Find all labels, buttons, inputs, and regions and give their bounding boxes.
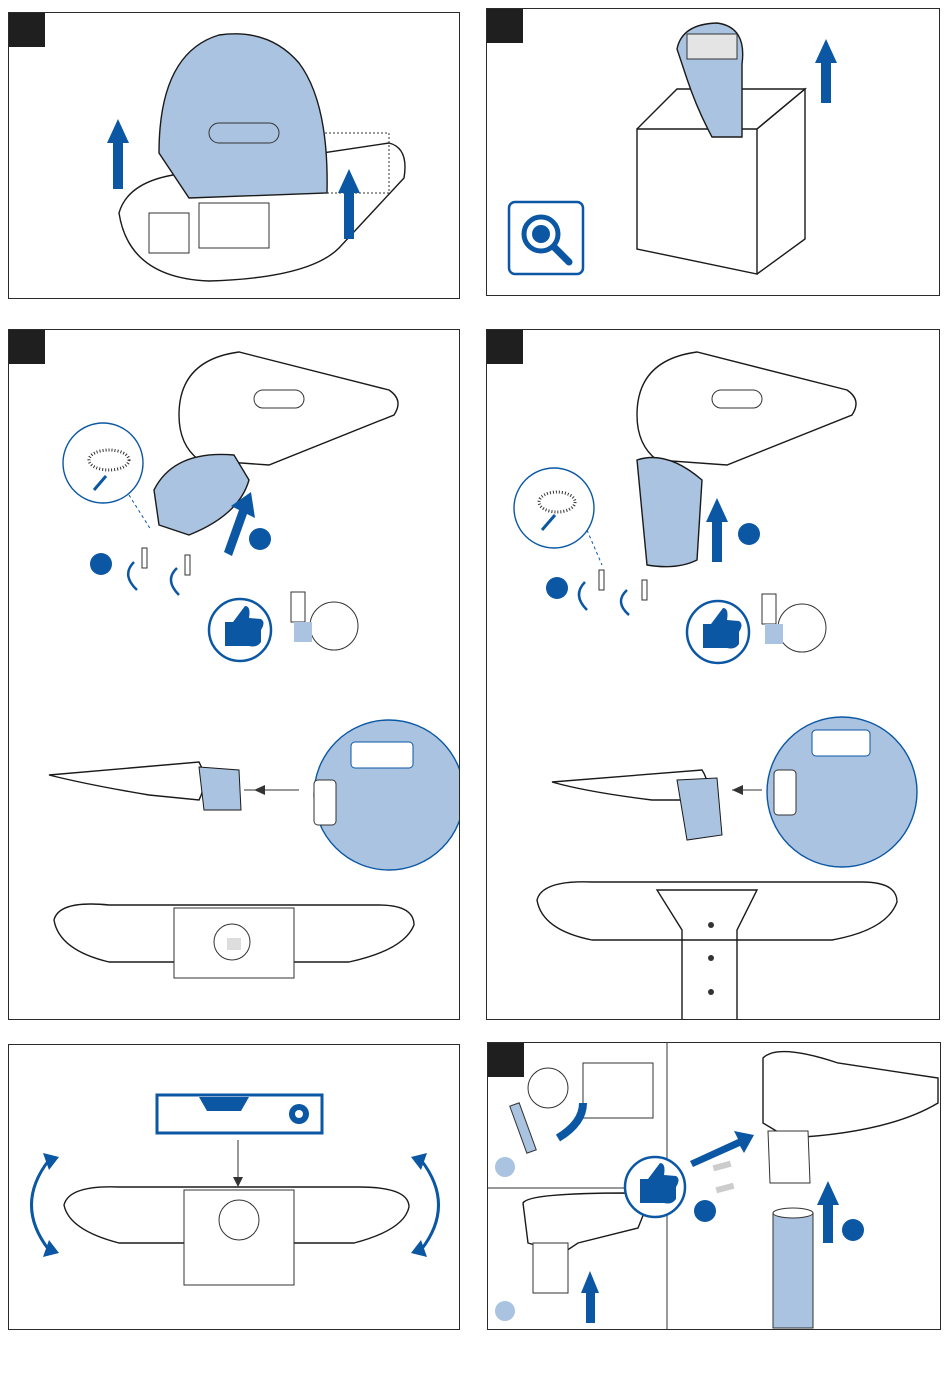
bolt-washer-detail [762, 594, 826, 652]
luminaire-open-cover-illustration [9, 13, 460, 299]
number-marker-icon [694, 1200, 716, 1222]
panel-step-2 [486, 8, 940, 296]
arrow-up-icon [706, 498, 728, 562]
side-entry-mount-illustration [9, 330, 460, 1020]
number-marker-icon [546, 577, 568, 599]
number-marker-icon [90, 553, 112, 575]
panel-step-6 [487, 1042, 941, 1330]
number-marker-icon [249, 528, 271, 550]
magnifier-icon [509, 202, 583, 274]
level-adjust-illustration [9, 1045, 460, 1330]
panel-step-5 [8, 1044, 460, 1330]
thumbs-up-icon [687, 601, 749, 663]
panel-step-4 [486, 329, 940, 1020]
arrow-up-icon [107, 119, 129, 189]
number-marker-icon [738, 523, 760, 545]
arrow-up-icon [815, 39, 837, 103]
bolt-washer-detail [291, 592, 358, 650]
number-marker-icon [842, 1219, 864, 1241]
arrow-up-icon [817, 1181, 839, 1243]
wiring-and-post-insert-illustration [488, 1043, 941, 1330]
thumbs-up-icon [625, 1157, 685, 1217]
post-top-mount-illustration [487, 330, 940, 1020]
arrow-up-icon [581, 1271, 599, 1323]
spirit-level-icon [157, 1095, 322, 1133]
thumbs-up-icon [209, 599, 271, 661]
rotate-arrow-icon [128, 562, 179, 595]
adapter-lift-from-box-illustration [487, 9, 940, 296]
panel-step-1 [8, 12, 460, 299]
panel-step-3 [8, 329, 460, 1020]
